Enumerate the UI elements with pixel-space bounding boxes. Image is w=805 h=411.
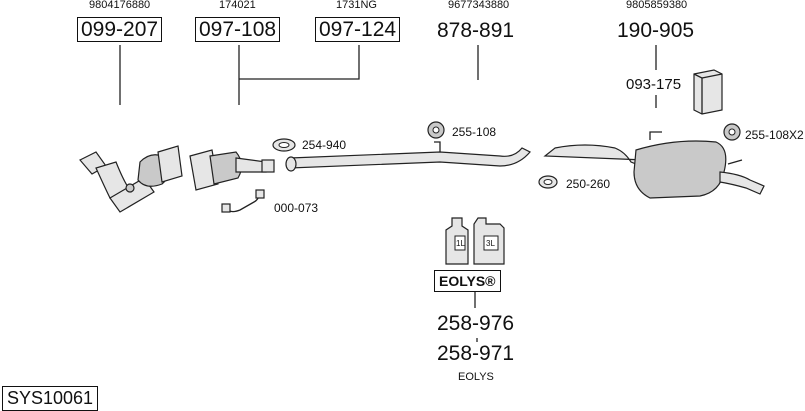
hanger-ring-icon (538, 175, 558, 189)
part-254-940[interactable]: 254-940 (302, 138, 347, 152)
part-099-207[interactable]: 099-207 (77, 17, 163, 42)
ref-1731NG: 1731NG (336, 0, 377, 11)
hanger-icon (427, 121, 445, 139)
eolys-bottle-1l-icon (445, 217, 469, 265)
part-097-124[interactable]: 097-124 (315, 17, 401, 42)
front-pipe-icon (79, 145, 183, 213)
eolys-caption: EOLYS (458, 371, 494, 383)
part-000-073[interactable]: 000-073 (274, 201, 319, 215)
rear-muffler-icon (543, 131, 765, 199)
eolys-bottle-3l-icon (473, 217, 505, 265)
mounting-kit-icon (693, 69, 723, 115)
ref-174021: 174021 (219, 0, 256, 11)
part-093-175[interactable]: 093-175 (626, 76, 682, 93)
part-255-108X2[interactable]: 255-108X2 (745, 128, 804, 142)
clamp-icon (272, 138, 296, 152)
part-097-108[interactable]: 097-108 (195, 17, 281, 42)
hanger-pair-icon (723, 123, 741, 141)
bottle-1l-label: 1L (456, 239, 465, 248)
part-258-971[interactable]: 258-971 (437, 342, 515, 365)
sensor-pipe-icon (221, 189, 265, 213)
system-id: SYS10061 (2, 386, 99, 411)
eolys-badge: EOLYS® (434, 270, 501, 292)
leader-097-124 (239, 45, 360, 80)
center-pipe-icon (285, 141, 531, 172)
part-190-905[interactable]: 190-905 (617, 19, 695, 42)
part-250-260[interactable]: 250-260 (566, 177, 611, 191)
ref-9804176880: 9804176880 (89, 0, 151, 11)
part-258-976[interactable]: 258-976 (437, 312, 515, 335)
ref-9677343880: 9677343880 (448, 0, 510, 11)
catalyst-icon (189, 149, 275, 191)
part-878-891[interactable]: 878-891 (437, 19, 515, 42)
part-255-108[interactable]: 255-108 (452, 125, 497, 139)
ref-9805859380: 9805859380 (626, 0, 688, 11)
bottle-3l-label: 3L (486, 239, 495, 248)
